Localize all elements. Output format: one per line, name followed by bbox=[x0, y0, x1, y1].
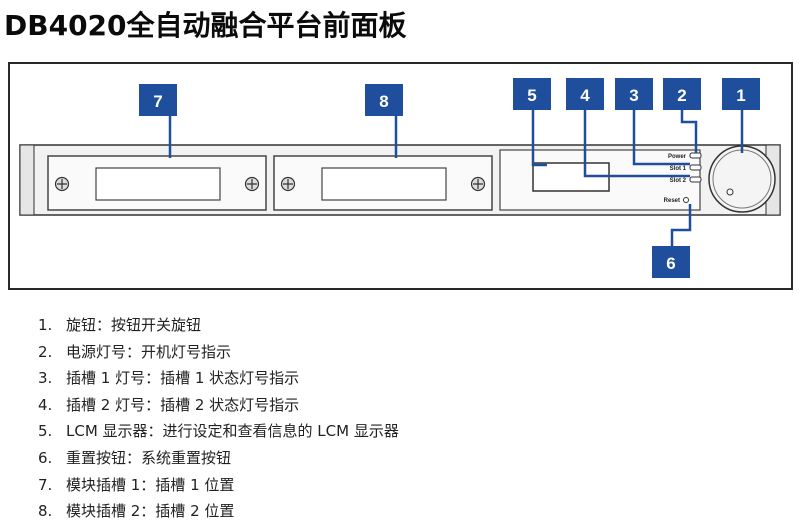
legend-number: 6. bbox=[38, 448, 53, 467]
svg-text:5: 5 bbox=[527, 86, 536, 105]
svg-text:8: 8 bbox=[379, 92, 388, 111]
legend-number: 3. bbox=[38, 369, 53, 388]
legend-item: 7. 模块插槽 1：插槽 1 位置 bbox=[38, 472, 399, 499]
callout-2: 2 bbox=[663, 78, 701, 110]
callout-leader-lines bbox=[168, 110, 744, 246]
slot2-label: Slot 2 bbox=[670, 178, 687, 184]
legend-number: 5. bbox=[38, 422, 53, 441]
module-slot-1 bbox=[47, 155, 267, 211]
legend-item: 4. 插槽 2 灯号：插槽 2 状态灯号指示 bbox=[38, 392, 399, 419]
callout-5: 5 bbox=[513, 78, 551, 110]
callout-8: 8 bbox=[365, 84, 403, 116]
legend-text: 重置按钮：系统重置按钮 bbox=[66, 448, 232, 467]
chassis-rack-ear-left bbox=[19, 144, 35, 216]
legend-number: 2. bbox=[38, 342, 53, 361]
legend-item: 6. 重置按钮：系统重置按钮 bbox=[38, 445, 399, 472]
legend-item: 3. 插槽 1 灯号：插槽 1 状态灯号指示 bbox=[38, 365, 399, 392]
svg-text:4: 4 bbox=[580, 86, 590, 105]
legend-number: 7. bbox=[38, 475, 53, 494]
legend-text: 插槽 1 灯号：插槽 1 状态灯号指示 bbox=[66, 369, 300, 388]
svg-text:3: 3 bbox=[629, 86, 638, 105]
legend-number: 1. bbox=[38, 316, 53, 334]
legend-text: 模块插槽 2：插槽 2 位置 bbox=[66, 502, 235, 521]
rotary-knob bbox=[708, 145, 776, 213]
legend-text: 电源灯号：开机灯号指示 bbox=[66, 342, 232, 361]
callout-1: 1 bbox=[722, 78, 760, 110]
legend-item: 1. 旋钮：按钮开关旋钮 bbox=[38, 312, 399, 339]
thumbscrew-icon bbox=[470, 176, 486, 192]
legend-text: 旋钮：按钮开关旋钮 bbox=[66, 316, 202, 334]
callout-3: 3 bbox=[615, 78, 653, 110]
legend-number: 4. bbox=[38, 395, 53, 414]
svg-text:6: 6 bbox=[666, 254, 675, 273]
legend-text: LCM 显示器：进行设定和查看信息的 LCM 显示器 bbox=[66, 422, 399, 441]
reset-label: Reset bbox=[664, 198, 680, 204]
legend-text: 插槽 2 灯号：插槽 2 状态灯号指示 bbox=[66, 395, 300, 414]
legend-number: 8. bbox=[38, 502, 53, 521]
thumbscrew-icon bbox=[244, 176, 260, 192]
reset-button bbox=[683, 197, 689, 203]
callout-7: 7 bbox=[139, 84, 177, 116]
legend-text: 模块插槽 1：插槽 1 位置 bbox=[66, 475, 235, 494]
callout-6: 6 bbox=[652, 246, 690, 278]
legend-item: 8. 模块插槽 2：插槽 2 位置 bbox=[38, 498, 399, 525]
slot1-label: Slot 1 bbox=[670, 166, 687, 172]
thumbscrew-icon bbox=[280, 176, 296, 192]
power-label: Power bbox=[668, 154, 687, 160]
slot1-led bbox=[689, 164, 702, 171]
svg-text:7: 7 bbox=[153, 92, 162, 111]
callout-4: 4 bbox=[566, 78, 604, 110]
power-led bbox=[689, 152, 702, 159]
front-panel-diagram: Power Slot 1 Slot 2 Reset 7 8 5 4 3 bbox=[19, 78, 781, 278]
legend-list: 1. 旋钮：按钮开关旋钮 2. 电源灯号：开机灯号指示 3. 插槽 1 灯号：插槽 1… bbox=[38, 312, 399, 525]
slot2-led bbox=[689, 176, 702, 183]
svg-text:1: 1 bbox=[736, 86, 745, 105]
page-title: DB4020全自动融合平台前面板 bbox=[4, 9, 407, 42]
module-slot-2 bbox=[273, 155, 493, 211]
legend-item: 5. LCM 显示器：进行设定和查看信息的 LCM 显示器 bbox=[38, 418, 399, 445]
thumbscrew-icon bbox=[54, 176, 70, 192]
svg-text:2: 2 bbox=[677, 86, 686, 105]
legend-item: 2. 电源灯号：开机灯号指示 bbox=[38, 339, 399, 366]
